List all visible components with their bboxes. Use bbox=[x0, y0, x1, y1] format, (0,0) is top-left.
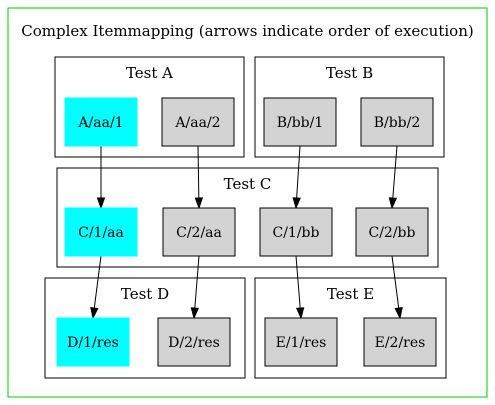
edge-c-2-bb-to-e-2-res bbox=[391, 255, 403, 320]
edge-b-bb-2-to-c-2-bb bbox=[388, 145, 398, 210]
node-box bbox=[363, 317, 437, 367]
cluster-label-test-e: Test E bbox=[327, 285, 374, 303]
node-c-1-aa: C/1/aa bbox=[64, 207, 138, 257]
cluster-test-a: Test A bbox=[54, 56, 245, 158]
node-c-2-bb: C/2/bb bbox=[355, 207, 429, 257]
node-e-1-res: E/1/res bbox=[264, 317, 338, 367]
edge-line bbox=[197, 145, 200, 199]
node-b-bb-1: B/bb/1 bbox=[263, 97, 337, 147]
edge-c-1-bb-to-e-1-res bbox=[295, 255, 305, 320]
cluster-test-d: Test D bbox=[44, 277, 246, 379]
nodes-layer: A/aa/1 A/aa/2 B/bb/1 B/bb/2C/1/aa C/2/aa C/1/… bbox=[56, 97, 437, 367]
node-box bbox=[56, 317, 130, 367]
node-label: D/1/res bbox=[67, 335, 119, 351]
node-label: A/aa/2 bbox=[174, 115, 220, 131]
cluster-label-test-b: Test B bbox=[326, 64, 373, 82]
node-box bbox=[161, 97, 235, 147]
edge-line bbox=[296, 145, 301, 199]
node-label: B/bb/2 bbox=[374, 115, 421, 131]
node-box bbox=[360, 97, 434, 147]
diagram-title: Complex Itemmapping (arrows indicate ord… bbox=[21, 22, 473, 40]
node-label: C/2/bb bbox=[369, 225, 416, 241]
node-label: C/1/aa bbox=[78, 225, 124, 241]
arrowhead-icon bbox=[292, 197, 301, 210]
node-box bbox=[355, 207, 429, 257]
cluster-test-b: Test B bbox=[254, 56, 445, 158]
node-c-1-bb: C/1/bb bbox=[259, 207, 333, 257]
arrowhead-icon bbox=[194, 197, 204, 210]
node-b-bb-2: B/bb/2 bbox=[360, 97, 434, 147]
arrowhead-icon bbox=[394, 307, 403, 320]
node-e-2-res: E/2/res bbox=[363, 317, 437, 367]
edges-layer bbox=[90, 145, 403, 320]
cluster-label-test-a: Test A bbox=[126, 64, 173, 82]
node-label: A/aa/1 bbox=[77, 115, 123, 131]
cluster-test-c: Test C bbox=[56, 167, 439, 268]
node-label: B/bb/1 bbox=[277, 115, 324, 131]
arrowhead-icon bbox=[190, 307, 200, 320]
edge-line bbox=[391, 255, 400, 309]
node-a-aa-2: A/aa/2 bbox=[161, 97, 235, 147]
edge-line bbox=[93, 255, 102, 309]
edge-a-aa-2-to-c-2-aa bbox=[194, 145, 204, 210]
node-c-2-aa: C/2/aa bbox=[162, 207, 236, 257]
cluster-label-test-c: Test C bbox=[224, 175, 272, 193]
node-label: D/2/res bbox=[168, 335, 220, 351]
node-a-aa-1: A/aa/1 bbox=[64, 97, 138, 147]
node-label: E/1/res bbox=[276, 335, 327, 351]
edge-a-aa-1-to-c-1-aa bbox=[96, 146, 106, 210]
arrowhead-icon bbox=[388, 197, 398, 210]
arrowhead-icon bbox=[96, 197, 106, 210]
edge-c-2-aa-to-d-2-res bbox=[190, 255, 200, 320]
edge-b-bb-1-to-c-1-bb bbox=[292, 145, 301, 210]
node-box bbox=[64, 97, 138, 147]
edge-c-1-aa-to-d-1-res bbox=[90, 255, 102, 320]
node-box bbox=[264, 317, 338, 367]
node-label: E/2/res bbox=[375, 335, 426, 351]
arrowhead-icon bbox=[90, 307, 99, 320]
node-d-1-res: D/1/res bbox=[56, 317, 130, 367]
node-box bbox=[157, 317, 231, 367]
node-label: C/1/bb bbox=[273, 225, 320, 241]
node-box bbox=[162, 207, 236, 257]
node-box bbox=[263, 97, 337, 147]
arrowhead-icon bbox=[295, 307, 305, 320]
cluster-test-e: Test E bbox=[254, 277, 447, 379]
edge-line bbox=[295, 255, 301, 309]
node-d-2-res: D/2/res bbox=[157, 317, 231, 367]
edge-line bbox=[194, 255, 200, 309]
edge-line bbox=[392, 145, 398, 199]
cluster-label-test-d: Test D bbox=[121, 285, 169, 303]
node-box bbox=[64, 207, 138, 257]
node-label: C/2/aa bbox=[176, 225, 222, 241]
node-box bbox=[259, 207, 333, 257]
